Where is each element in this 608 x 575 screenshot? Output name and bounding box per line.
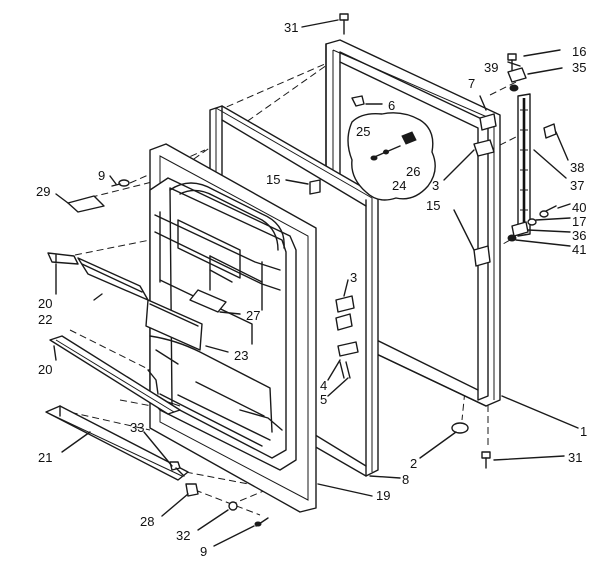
callout-26: 26: [406, 164, 420, 179]
part-24-pin: [370, 155, 378, 161]
part-33-screw: [169, 461, 185, 477]
callout-labels: 31 16 39 35 7 6 25 26 24 38 37 9 29 15 3…: [36, 20, 587, 559]
part-15-bracket-right: [473, 245, 491, 267]
part-37-hinge-rod: [517, 93, 531, 237]
callout-6: 6: [388, 98, 395, 113]
callout-29: 29: [36, 184, 50, 199]
callout-22: 22: [38, 312, 52, 327]
part-35-hinge-top: [507, 67, 527, 83]
callout-31-top: 31: [284, 20, 298, 35]
callout-37: 37: [570, 178, 584, 193]
callout-41: 41: [572, 242, 586, 257]
part-20-rail: [49, 335, 181, 415]
part-23-bin: [145, 299, 203, 351]
part-9-screw-bottom: [254, 517, 269, 527]
callout-20-top: 20: [38, 296, 52, 311]
callout-1: 1: [580, 424, 587, 439]
part-25-spring: [383, 149, 389, 155]
part-7-corner: [479, 113, 497, 131]
part-21-bar: [45, 405, 189, 481]
part-28-hinge: [185, 483, 199, 497]
hinge-inset: [347, 112, 436, 201]
callout-28: 28: [140, 514, 154, 529]
callout-40: 40: [572, 200, 586, 215]
part-16-screw: [507, 53, 517, 71]
part-41-bushing: [507, 234, 517, 242]
callout-16: 16: [572, 44, 586, 59]
hardware-parts: [309, 13, 557, 469]
callout-8: 8: [402, 472, 409, 487]
part-31-screw-top: [339, 13, 349, 35]
part-31-screw-bottom: [481, 451, 491, 469]
shelf-parts: [45, 179, 269, 527]
callout-20-bottom: 20: [38, 362, 52, 377]
callout-23: 23: [234, 348, 248, 363]
callout-35: 35: [572, 60, 586, 75]
part-17-washer: [527, 218, 537, 226]
callout-2: 2: [410, 456, 417, 471]
callout-27: 27: [246, 308, 260, 323]
door-liner: [147, 177, 297, 471]
callout-38: 38: [570, 160, 584, 175]
part-3-middle: [335, 295, 355, 313]
callout-15-right: 15: [426, 198, 440, 213]
callout-25: 25: [356, 124, 370, 139]
callout-4: 4: [320, 378, 327, 393]
callout-3-top: 3: [432, 178, 439, 193]
part-40-screw: [539, 205, 557, 218]
callout-7: 7: [468, 76, 475, 91]
callout-9-bottom: 9: [200, 544, 207, 559]
part-3-top: [473, 139, 495, 157]
part-27-dairy-door: [189, 289, 227, 313]
callout-31-bottom: 31: [568, 450, 582, 465]
callout-3-middle: 3: [350, 270, 357, 285]
callout-19: 19: [376, 488, 390, 503]
callout-33: 33: [130, 420, 144, 435]
callout-15-left: 15: [266, 172, 280, 187]
callout-39: 39: [484, 60, 498, 75]
part-26-block: [401, 131, 417, 145]
part-39-washer: [509, 84, 519, 92]
callout-9-top: 9: [98, 168, 105, 183]
callout-24: 24: [392, 178, 406, 193]
part-2-foot: [451, 422, 469, 434]
callout-36: 36: [572, 228, 586, 243]
part-36-hinge-bottom: [511, 221, 529, 237]
callout-5: 5: [320, 392, 327, 407]
callout-21: 21: [38, 450, 52, 465]
part-6-clip: [351, 95, 365, 107]
part-15-bracket-left: [309, 179, 321, 195]
part-32-nut: [228, 501, 238, 511]
leader-lines: [53, 19, 579, 547]
part-20-bracket-top: [47, 252, 79, 265]
part-29-plate: [67, 195, 105, 213]
callout-32: 32: [176, 528, 190, 543]
part-5-pin: [345, 361, 351, 379]
part-9-screw-top: [111, 179, 130, 187]
part-38-plate: [543, 123, 557, 139]
part-4-clip: [337, 341, 359, 357]
callout-17: 17: [572, 214, 586, 229]
